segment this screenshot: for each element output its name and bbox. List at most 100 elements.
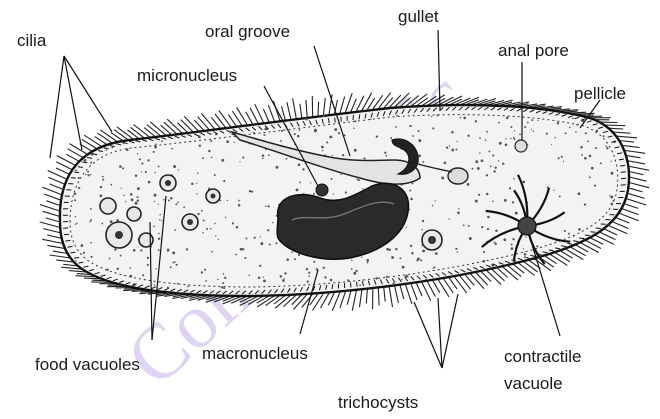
cytoplasm-granule bbox=[186, 248, 188, 250]
cilium bbox=[604, 229, 617, 235]
cytoplasm-granule bbox=[223, 273, 225, 275]
cilium bbox=[612, 222, 629, 229]
cytoplasm-granule bbox=[129, 267, 131, 269]
cytoplasm-granule bbox=[307, 280, 309, 282]
cytoplasm-granule bbox=[399, 257, 401, 259]
cytoplasm-granule bbox=[525, 236, 526, 237]
cytoplasm-granule bbox=[141, 171, 142, 172]
cytoplasm-granule bbox=[272, 222, 273, 223]
cytoplasm-granule bbox=[238, 204, 241, 207]
label-food-vacuoles: food vacuoles bbox=[35, 355, 140, 374]
cytoplasm-granule bbox=[87, 174, 89, 176]
cytoplasm-granule bbox=[214, 174, 216, 176]
cytoplasm-granule bbox=[284, 129, 285, 130]
cytoplasm-granule bbox=[486, 193, 489, 196]
cytoplasm-granule bbox=[91, 256, 93, 258]
cilium bbox=[321, 292, 330, 308]
cytoplasm-granule bbox=[263, 280, 266, 283]
cytoplasm-granule bbox=[467, 135, 469, 137]
cytoplasm-granule bbox=[457, 251, 459, 253]
cytoplasm-granule bbox=[100, 186, 102, 188]
cilium bbox=[82, 139, 97, 149]
cytoplasm-granule bbox=[495, 167, 497, 169]
cytoplasm-granule bbox=[519, 134, 521, 136]
cytoplasm-granule bbox=[449, 145, 450, 146]
food-vacuole-core bbox=[428, 236, 436, 244]
cytoplasm-granule bbox=[478, 194, 480, 196]
cilium bbox=[177, 123, 188, 133]
cytoplasm-granule bbox=[606, 147, 608, 149]
cilium bbox=[300, 104, 302, 119]
cytoplasm-granule bbox=[329, 136, 332, 139]
cilium bbox=[147, 125, 161, 137]
cytoplasm-granule bbox=[141, 162, 143, 164]
cytoplasm-granule bbox=[205, 280, 207, 282]
cytoplasm-granule bbox=[463, 117, 466, 120]
cytoplasm-granule bbox=[90, 162, 92, 164]
cytoplasm-granule bbox=[282, 279, 285, 282]
cytoplasm-granule bbox=[284, 278, 285, 279]
cytoplasm-granule bbox=[573, 236, 574, 237]
cytoplasm-granule bbox=[546, 133, 548, 135]
cytoplasm-granule bbox=[110, 184, 112, 186]
cytoplasm-granule bbox=[330, 178, 332, 180]
contractile-vacuole-center bbox=[518, 217, 536, 235]
cytoplasm-granule bbox=[224, 277, 226, 279]
cilium bbox=[416, 282, 422, 296]
cytoplasm-granule bbox=[120, 188, 121, 189]
cytoplasm-granule bbox=[384, 152, 386, 154]
cytoplasm-granule bbox=[503, 238, 506, 241]
cilium bbox=[219, 110, 232, 127]
cytoplasm-granule bbox=[475, 120, 477, 122]
cytoplasm-granule bbox=[211, 157, 213, 159]
cytoplasm-granule bbox=[510, 138, 511, 139]
cilium bbox=[318, 102, 319, 117]
cytoplasm-granule bbox=[161, 220, 162, 221]
cytoplasm-granule bbox=[203, 220, 205, 222]
cilium bbox=[595, 235, 614, 244]
cytoplasm-granule bbox=[524, 126, 526, 128]
cilium bbox=[378, 287, 379, 305]
cytoplasm-granule bbox=[251, 191, 253, 193]
cytoplasm-granule bbox=[204, 269, 206, 271]
cytoplasm-granule bbox=[167, 251, 168, 252]
cytoplasm-granule bbox=[481, 159, 484, 162]
cytoplasm-granule bbox=[177, 202, 179, 204]
cytoplasm-granule bbox=[90, 242, 92, 244]
cytoplasm-granule bbox=[262, 158, 264, 160]
cytoplasm-granule bbox=[376, 135, 378, 137]
cytoplasm-granule bbox=[455, 248, 457, 250]
cilium bbox=[84, 135, 102, 147]
cytoplasm-granule bbox=[460, 117, 462, 119]
cytoplasm-granule bbox=[353, 128, 354, 129]
cytoplasm-granule bbox=[386, 276, 388, 278]
cytoplasm-granule bbox=[174, 261, 176, 263]
cytoplasm-granule bbox=[594, 185, 596, 187]
cytoplasm-granule bbox=[218, 239, 219, 240]
cytoplasm-granule bbox=[291, 251, 293, 253]
cytoplasm-granule bbox=[299, 129, 301, 131]
cytoplasm-granule bbox=[116, 269, 117, 270]
cytoplasm-granule bbox=[268, 205, 270, 207]
cytoplasm-granule bbox=[302, 168, 304, 170]
cytoplasm-granule bbox=[310, 182, 311, 183]
cytoplasm-granule bbox=[298, 164, 301, 167]
trichocyst bbox=[335, 118, 336, 123]
cytoplasm-granule bbox=[386, 248, 389, 251]
cytoplasm-granule bbox=[511, 247, 514, 250]
cytoplasm-granule bbox=[313, 261, 315, 263]
cytoplasm-granule bbox=[537, 120, 538, 121]
cytoplasm-granule bbox=[299, 182, 301, 184]
cytoplasm-granule bbox=[458, 208, 459, 209]
cytoplasm-granule bbox=[502, 163, 504, 165]
cytoplasm-granule bbox=[125, 201, 126, 202]
cytoplasm-granule bbox=[208, 150, 210, 152]
cytoplasm-granule bbox=[159, 219, 160, 220]
cilium bbox=[518, 263, 535, 276]
cytoplasm-granule bbox=[341, 174, 342, 175]
cytoplasm-granule bbox=[137, 187, 140, 190]
cilium bbox=[366, 289, 367, 304]
cilium bbox=[629, 172, 644, 175]
cytoplasm-granule bbox=[130, 193, 133, 196]
cytoplasm-granule bbox=[276, 215, 278, 217]
